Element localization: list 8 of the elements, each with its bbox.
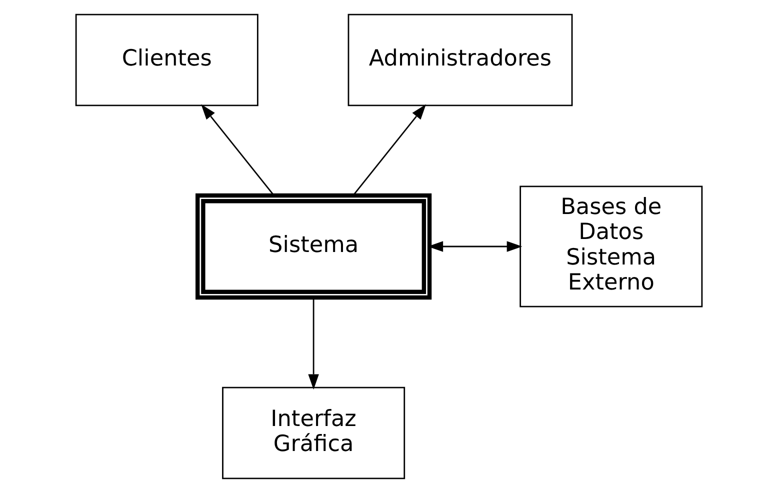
node-box: Interfaz Gráfica — [222, 386, 406, 479]
arrow — [308, 297, 319, 390]
node-box: Sistema — [196, 192, 432, 300]
node-box: Administradores — [348, 13, 573, 106]
node-box: Bases de Datos Sistema Externo — [520, 185, 703, 307]
arrow — [201, 104, 274, 196]
node-box: Clientes — [75, 13, 258, 106]
arrow — [352, 104, 426, 196]
